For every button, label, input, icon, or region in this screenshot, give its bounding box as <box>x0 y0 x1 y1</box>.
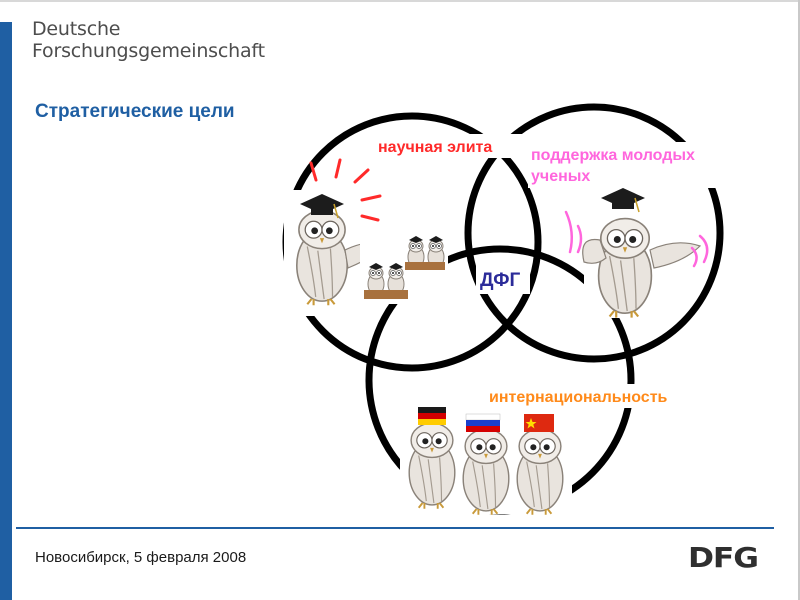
footer-location-date: Новосибирск, 5 февраля 2008 <box>35 549 246 566</box>
chinese-flag-cap <box>524 414 554 432</box>
label-young-line-1: поддержка молодых <box>531 147 695 164</box>
russian-flag-cap <box>466 414 500 432</box>
label-young-line-2: ученых <box>531 168 590 185</box>
footer-divider <box>16 527 774 529</box>
label-elite: научная элита <box>378 139 492 156</box>
german-flag-cap <box>418 407 446 425</box>
dfg-logo: DFG <box>688 541 758 574</box>
international-owls-illustration <box>400 406 572 515</box>
label-center-dfg: ДФГ <box>480 270 521 291</box>
label-international: интернациональность <box>489 389 668 406</box>
mini-owls-group <box>360 230 448 304</box>
young-owl-illustration <box>566 188 707 318</box>
